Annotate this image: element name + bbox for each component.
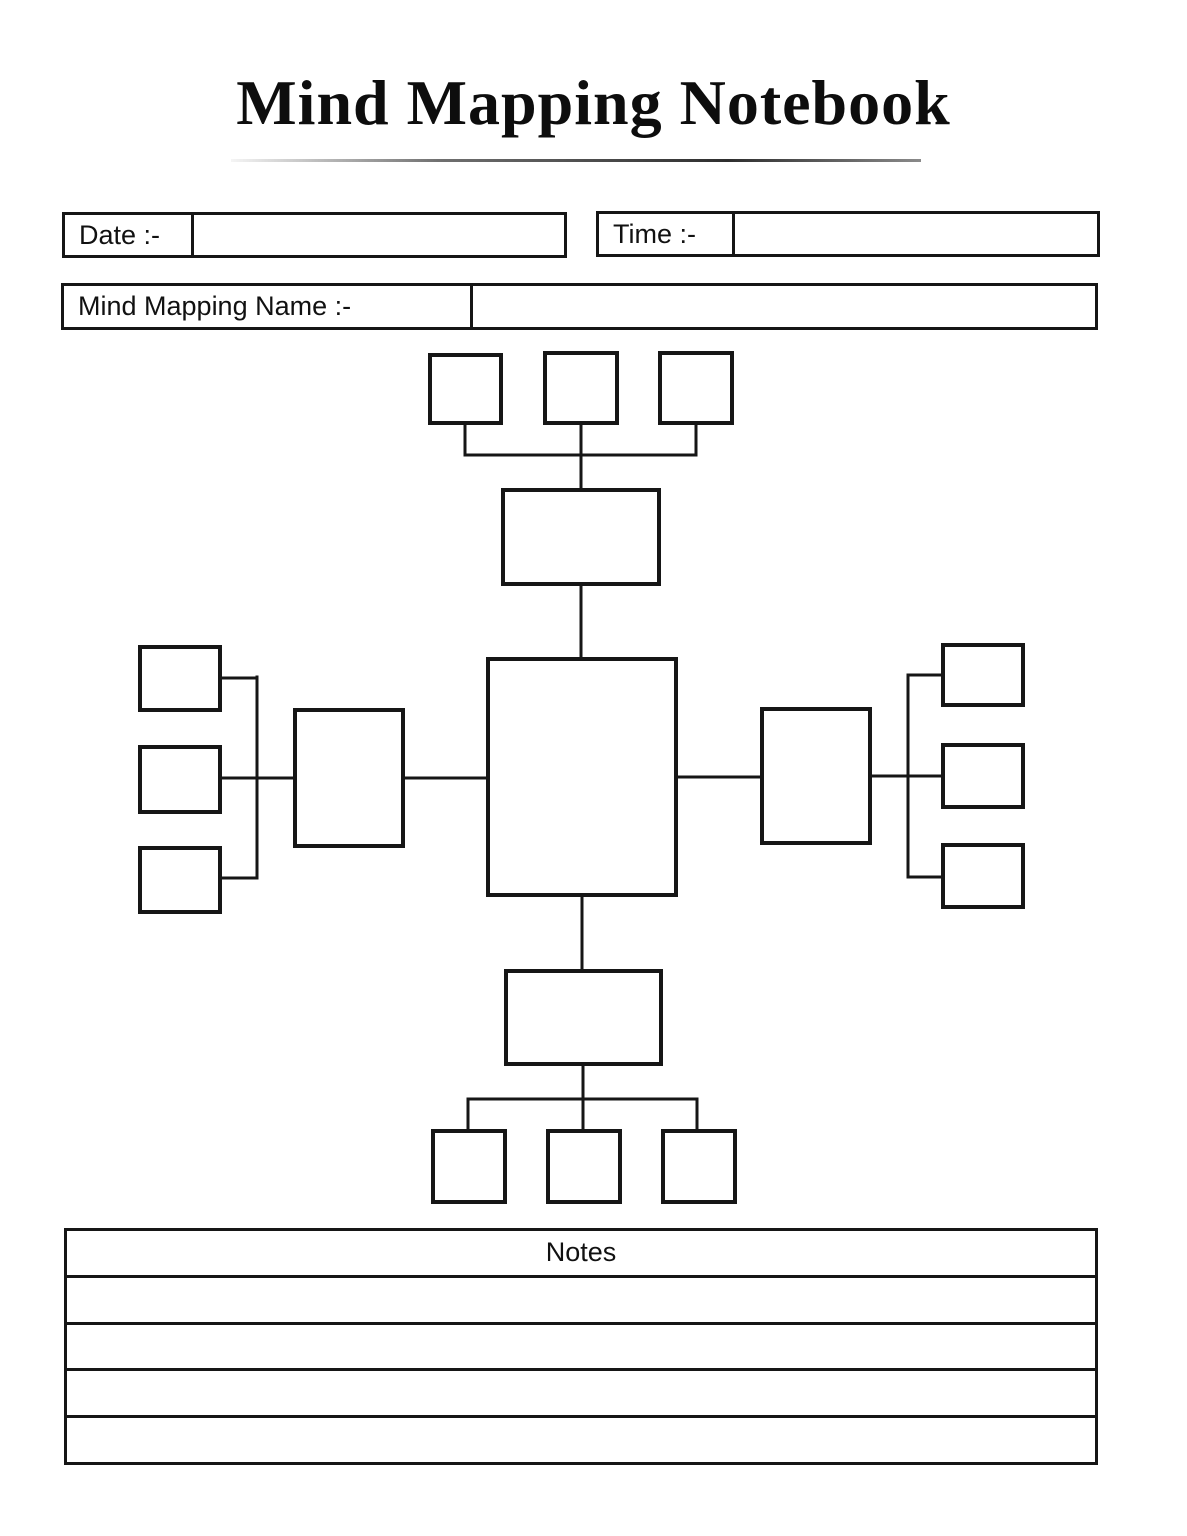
- top-child-box-1[interactable]: [428, 353, 503, 425]
- bottom-child-box-3[interactable]: [661, 1129, 737, 1204]
- notes-line-1[interactable]: [67, 1277, 1095, 1325]
- time-input[interactable]: [735, 214, 1097, 254]
- left-child-box-2[interactable]: [138, 745, 222, 814]
- time-label: Time :-: [599, 214, 735, 254]
- time-field: Time :-: [596, 211, 1100, 257]
- notes-header: Notes: [67, 1231, 1095, 1278]
- notes-section: Notes: [64, 1228, 1098, 1465]
- date-field: Date :-: [62, 212, 567, 258]
- right-child-box-3[interactable]: [941, 843, 1025, 909]
- notes-line-2[interactable]: [67, 1324, 1095, 1372]
- top-child-box-3[interactable]: [658, 351, 734, 425]
- right-child-box-2[interactable]: [941, 743, 1025, 809]
- date-input[interactable]: [194, 215, 564, 255]
- top-child-box-2[interactable]: [543, 351, 619, 425]
- left-subtopic-box[interactable]: [293, 708, 405, 848]
- mind-mapping-name-field: Mind Mapping Name :-: [61, 283, 1098, 330]
- connector-lines: [218, 421, 945, 1133]
- mind-mapping-name-input[interactable]: [473, 286, 1095, 327]
- date-label: Date :-: [65, 215, 194, 255]
- right-subtopic-box[interactable]: [760, 707, 872, 845]
- notes-label: Notes: [545, 1237, 617, 1268]
- right-child-box-1[interactable]: [941, 643, 1025, 707]
- top-subtopic-box[interactable]: [501, 488, 661, 586]
- notes-line-3[interactable]: [67, 1371, 1095, 1419]
- notes-line-4[interactable]: [67, 1418, 1095, 1462]
- page-title: Mind Mapping Notebook: [236, 67, 951, 138]
- title-underline: [231, 159, 921, 162]
- bottom-child-box-1[interactable]: [431, 1129, 507, 1204]
- left-child-box-1[interactable]: [138, 645, 222, 712]
- bottom-child-box-2[interactable]: [546, 1129, 622, 1204]
- bottom-subtopic-box[interactable]: [504, 969, 663, 1066]
- central-node-box[interactable]: [486, 657, 678, 897]
- left-child-box-3[interactable]: [138, 846, 222, 914]
- mind-mapping-name-label: Mind Mapping Name :-: [64, 286, 473, 327]
